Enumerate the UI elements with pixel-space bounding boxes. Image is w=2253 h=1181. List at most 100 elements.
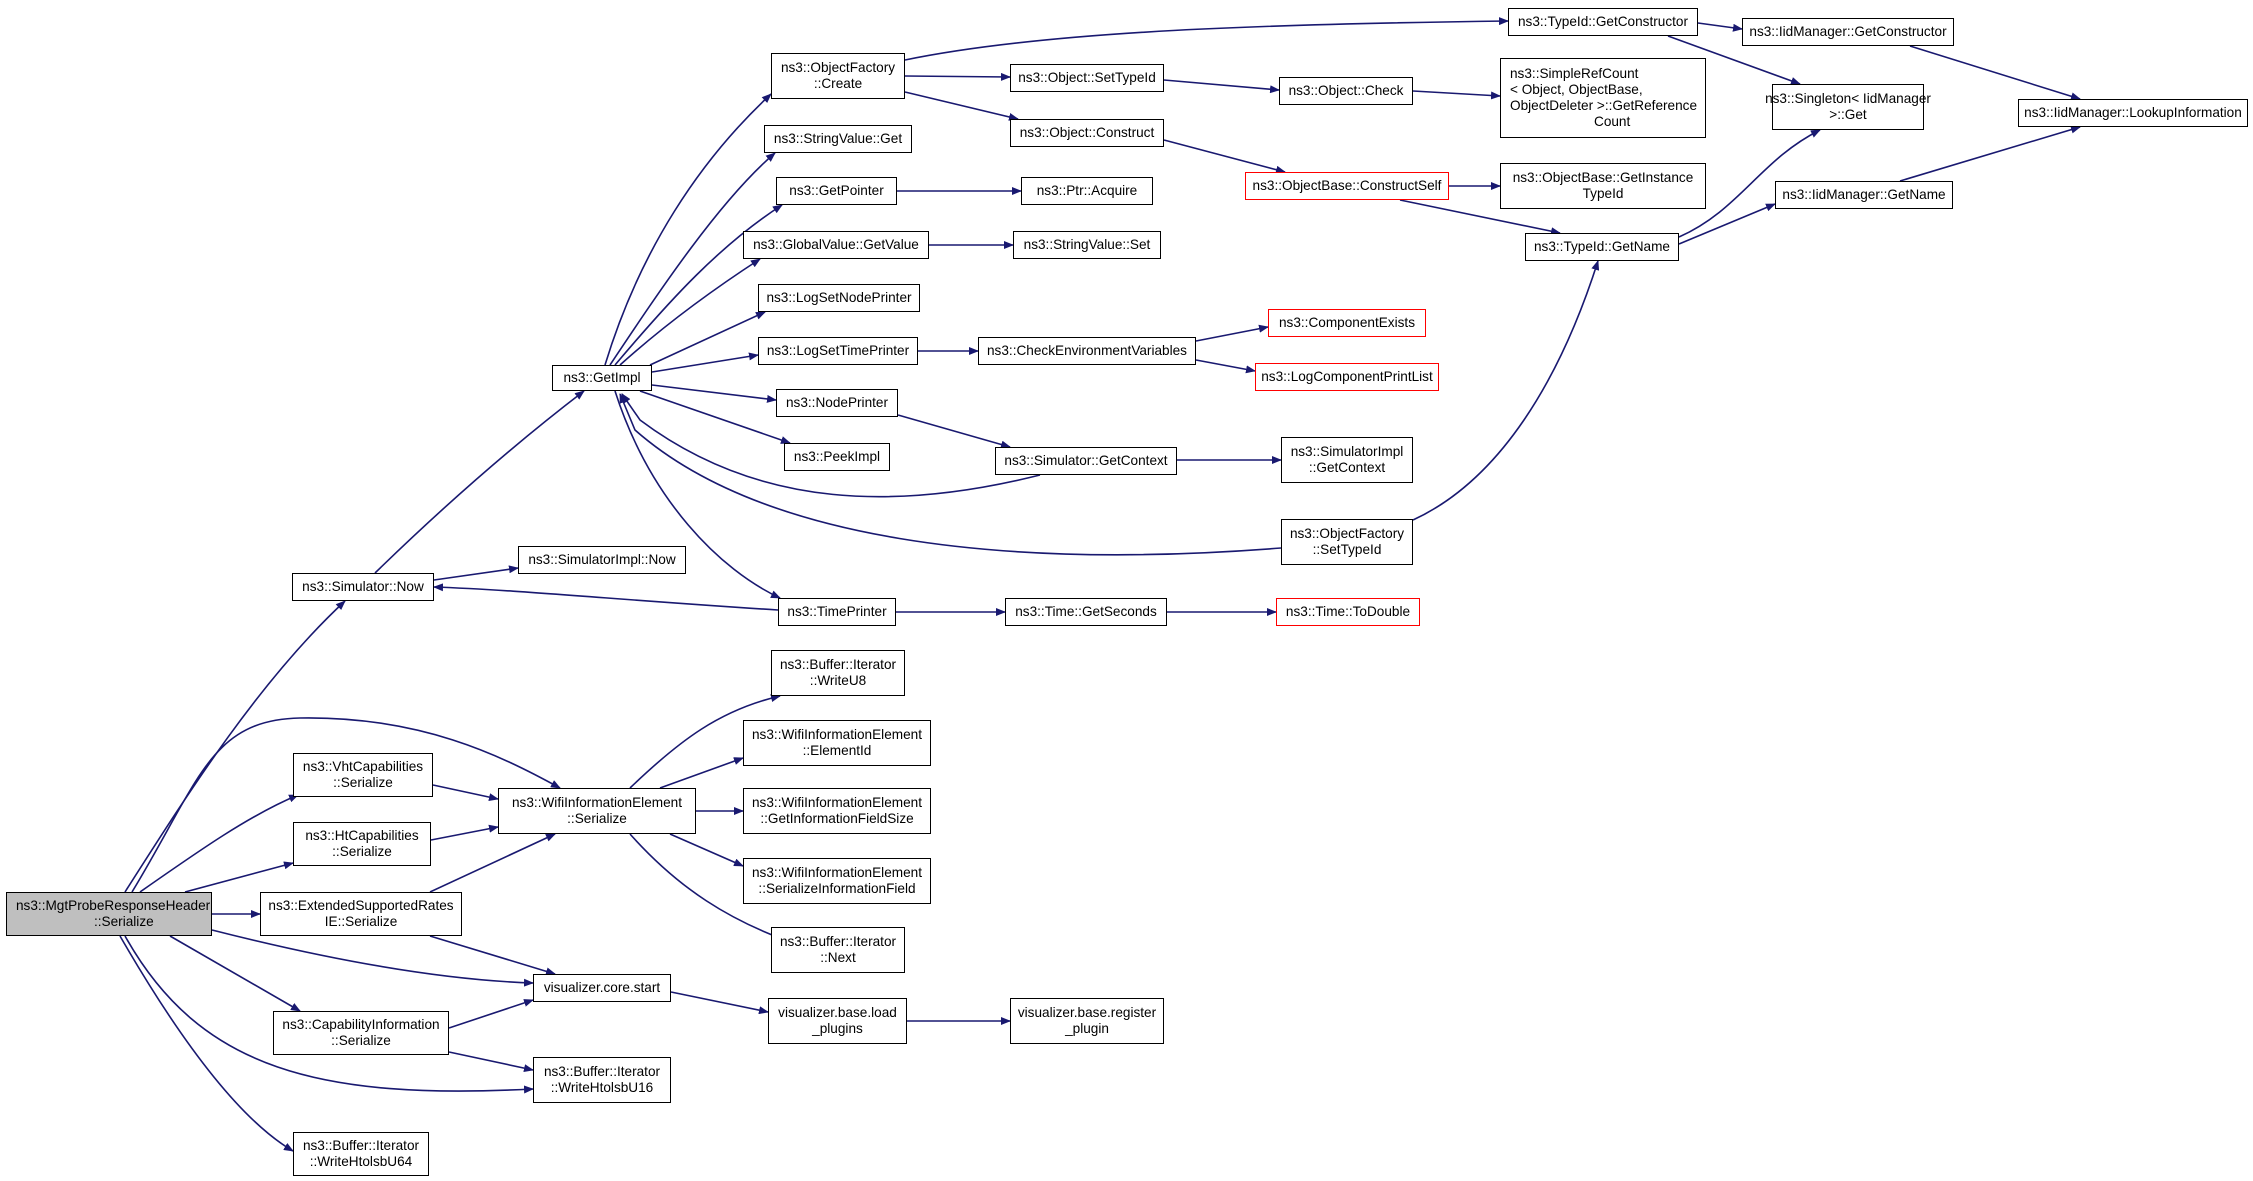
edge-object-factory-set-type-id-to-get-impl (619, 393, 1282, 556)
node-label-line-2: ::WriteHtolsbU64 (309, 1154, 413, 1169)
node-label-line-1: ns3::WifiInformationElement (512, 795, 682, 810)
node-check-environment-variables[interactable]: ns3::CheckEnvironmentVariables (978, 337, 1196, 365)
node-singleton-iid-manager-get[interactable]: ns3::Singleton< IidManager >::Get (1765, 84, 1931, 130)
node-wifi-information-element-serialize-information-field[interactable]: ns3::WifiInformationElement ::SerializeI… (743, 858, 931, 904)
node-label-line-1: visualizer.core.start (543, 980, 661, 995)
edge-simulator-get-context-to-get-impl (621, 393, 1041, 498)
node-visualizer-base-register-plugin[interactable]: visualizer.base.register _plugin (1010, 998, 1164, 1044)
node-label-line-1: ns3::ExtendedSupportedRates (268, 898, 454, 913)
node-capability-information-serialize[interactable]: ns3::CapabilityInformation ::Serialize (273, 1011, 449, 1055)
edge-root-to-write-htolsbu64 (119, 935, 294, 1152)
node-time-get-seconds[interactable]: ns3::Time::GetSeconds (1005, 598, 1167, 626)
edge-object-factory-set-type-id-to-type-id-get-name (1412, 260, 1600, 521)
node-time-printer[interactable]: ns3::TimePrinter (778, 598, 896, 626)
edge-object-construct-to-object-base-construct-self (1163, 139, 1286, 174)
node-time-to-double[interactable]: ns3::Time::ToDouble (1276, 598, 1420, 626)
node-wifi-information-element-get-information-field-size[interactable]: ns3::WifiInformationElement ::GetInforma… (743, 788, 931, 834)
node-object-set-type-id[interactable]: ns3::Object::SetTypeId (1010, 64, 1164, 92)
node-label-line-1: ns3::CapabilityInformation (282, 1017, 440, 1032)
edge-object-check-to-simple-ref-count-get-reference-count (1412, 90, 1501, 100)
node-buffer-iterator-write-u8[interactable]: ns3::Buffer::Iterator ::WriteU8 (771, 650, 905, 696)
node-iid-manager-get-name[interactable]: ns3::IidManager::GetName (1775, 181, 1953, 209)
edge-type-id-get-name-to-singleton-get (1678, 129, 1821, 238)
node-iid-manager-lookup-information[interactable]: ns3::IidManager::LookupInformation (2018, 99, 2248, 127)
edge-type-id-get-name-to-iid-manager-get-name (1678, 203, 1776, 245)
node-label-line-2: ::ElementId (802, 743, 872, 758)
edge-object-factory-create-to-object-set-type-id (904, 72, 1011, 81)
edge-root-to-write-htolsbu16 (124, 935, 534, 1094)
edge-ht-serialize-to-wifi-element-serialize (430, 824, 499, 841)
edge-wifi-element-serialize-to-iterator-next (629, 833, 791, 943)
node-label-line-2: TypeId (1582, 186, 1624, 201)
node-ht-capabilities-serialize[interactable]: ns3::HtCapabilities ::Serialize (293, 822, 431, 866)
edge-type-id-get-constructor-to-iid-manager-get-constructor (1697, 22, 1743, 32)
edge-visualizer-start-to-load-plugins (670, 991, 769, 1015)
node-object-base-construct-self[interactable]: ns3::ObjectBase::ConstructSelf (1245, 172, 1449, 200)
node-extended-supported-rates-serialize[interactable]: ns3::ExtendedSupportedRates IE::Serializ… (260, 892, 462, 936)
node-label-line-1: ns3::VhtCapabilities (302, 759, 424, 774)
node-node-printer[interactable]: ns3::NodePrinter (776, 389, 898, 417)
node-simulator-impl-get-context[interactable]: ns3::SimulatorImpl ::GetContext (1281, 437, 1413, 483)
node-label-line-1: ns3::IidManager::LookupInformation (2024, 105, 2242, 120)
node-component-exists[interactable]: ns3::ComponentExists (1268, 309, 1426, 337)
node-string-value-get[interactable]: ns3::StringValue::Get (764, 125, 912, 153)
node-label-line-1: ns3::SimpleRefCount (1510, 66, 1639, 81)
node-string-value-set[interactable]: ns3::StringValue::Set (1013, 231, 1161, 259)
node-simple-ref-count-get-reference-count[interactable]: ns3::SimpleRefCount < Object, ObjectBase… (1500, 58, 1706, 138)
edge-simulator-now-to-get-impl (374, 390, 585, 574)
node-get-pointer[interactable]: ns3::GetPointer (776, 177, 897, 205)
node-log-set-time-printer[interactable]: ns3::LogSetTimePrinter (758, 337, 918, 365)
node-label-line-1: ns3::StringValue::Set (1023, 237, 1151, 252)
node-label-line-1: ns3::ObjectFactory (1289, 526, 1405, 541)
node-label-line-2: ::WriteU8 (809, 673, 867, 688)
node-object-factory-create[interactable]: ns3::ObjectFactory ::Create (771, 53, 905, 99)
node-visualizer-core-start[interactable]: visualizer.core.start (533, 974, 671, 1002)
node-global-value-get-value[interactable]: ns3::GlobalValue::GetValue (743, 231, 929, 259)
edge-iid-manager-get-name-to-lookup-information (1899, 125, 2081, 182)
node-ptr-acquire[interactable]: ns3::Ptr::Acquire (1021, 177, 1153, 205)
node-get-impl[interactable]: ns3::GetImpl (552, 365, 652, 391)
node-buffer-iterator-write-htolsbu16[interactable]: ns3::Buffer::Iterator ::WriteHtolsbU16 (533, 1057, 671, 1103)
node-peek-impl[interactable]: ns3::PeekImpl (784, 443, 890, 471)
node-label-line-1: ns3::Buffer::Iterator (302, 1138, 420, 1153)
node-log-component-print-list[interactable]: ns3::LogComponentPrintList (1255, 363, 1439, 391)
node-wifi-information-element-serialize[interactable]: ns3::WifiInformationElement ::Serialize (498, 788, 696, 834)
node-label-line-1: ns3::CheckEnvironmentVariables (987, 343, 1187, 358)
node-label-line-1: ns3::ObjectBase::ConstructSelf (1252, 178, 1442, 193)
edge-wifi-element-serialize-to-serialize-information-field (669, 833, 744, 867)
node-type-id-get-name[interactable]: ns3::TypeId::GetName (1525, 233, 1679, 261)
node-log-set-node-printer[interactable]: ns3::LogSetNodePrinter (758, 284, 920, 312)
node-label-line-1: ns3::Singleton< IidManager (1765, 91, 1931, 106)
node-label-line-1: ns3::GlobalValue::GetValue (753, 237, 919, 252)
node-label-line-1: ns3::Buffer::Iterator (779, 934, 897, 949)
node-label-line-1: ns3::HtCapabilities (305, 828, 419, 843)
node-vht-capabilities-serialize[interactable]: ns3::VhtCapabilities ::Serialize (293, 753, 433, 797)
node-object-check[interactable]: ns3::Object::Check (1279, 77, 1413, 105)
node-wifi-information-element-element-id[interactable]: ns3::WifiInformationElement ::ElementId (743, 720, 931, 766)
node-buffer-iterator-write-htolsbu64[interactable]: ns3::Buffer::Iterator ::WriteHtolsbU64 (293, 1132, 429, 1176)
edge-get-impl-to-node-printer (651, 384, 777, 403)
node-visualizer-base-load-plugins[interactable]: visualizer.base.load _plugins (768, 998, 907, 1044)
node-label-line-1: visualizer.base.load (778, 1005, 897, 1020)
edge-time-printer-to-simulator-now (433, 583, 779, 611)
node-label-line-1: ns3::MgtProbeResponseHeader (16, 898, 211, 913)
node-object-construct[interactable]: ns3::Object::Construct (1010, 119, 1164, 147)
node-simulator-now[interactable]: ns3::Simulator::Now (292, 573, 434, 601)
node-label-line-1: ns3::WifiInformationElement (752, 865, 922, 880)
edge-root-to-simulator-now (124, 600, 346, 893)
node-label-line-1: ns3::ObjectBase::GetInstance (1512, 170, 1694, 185)
node-label-line-2: ::Serialize (332, 844, 392, 859)
node-label-line-1: visualizer.base.register (1017, 1005, 1157, 1020)
node-object-base-get-instance-type-id[interactable]: ns3::ObjectBase::GetInstance TypeId (1500, 163, 1706, 209)
node-object-factory-set-type-id[interactable]: ns3::ObjectFactory ::SetTypeId (1281, 519, 1413, 565)
node-label-line-2: ::Serialize (567, 811, 627, 826)
node-simulator-impl-now[interactable]: ns3::SimulatorImpl::Now (518, 546, 686, 574)
edge-object-factory-create-to-type-id-get-constructor (904, 17, 1509, 61)
node-type-id-get-constructor[interactable]: ns3::TypeId::GetConstructor (1508, 8, 1698, 36)
edge-object-set-type-id-to-object-check (1163, 79, 1280, 94)
node-iid-manager-get-constructor[interactable]: ns3::IidManager::GetConstructor (1742, 18, 1954, 46)
node-simulator-get-context[interactable]: ns3::Simulator::GetContext (995, 447, 1177, 475)
node-buffer-iterator-next[interactable]: ns3::Buffer::Iterator ::Next (771, 927, 905, 973)
node-label-line-4: Count (1594, 114, 1631, 129)
